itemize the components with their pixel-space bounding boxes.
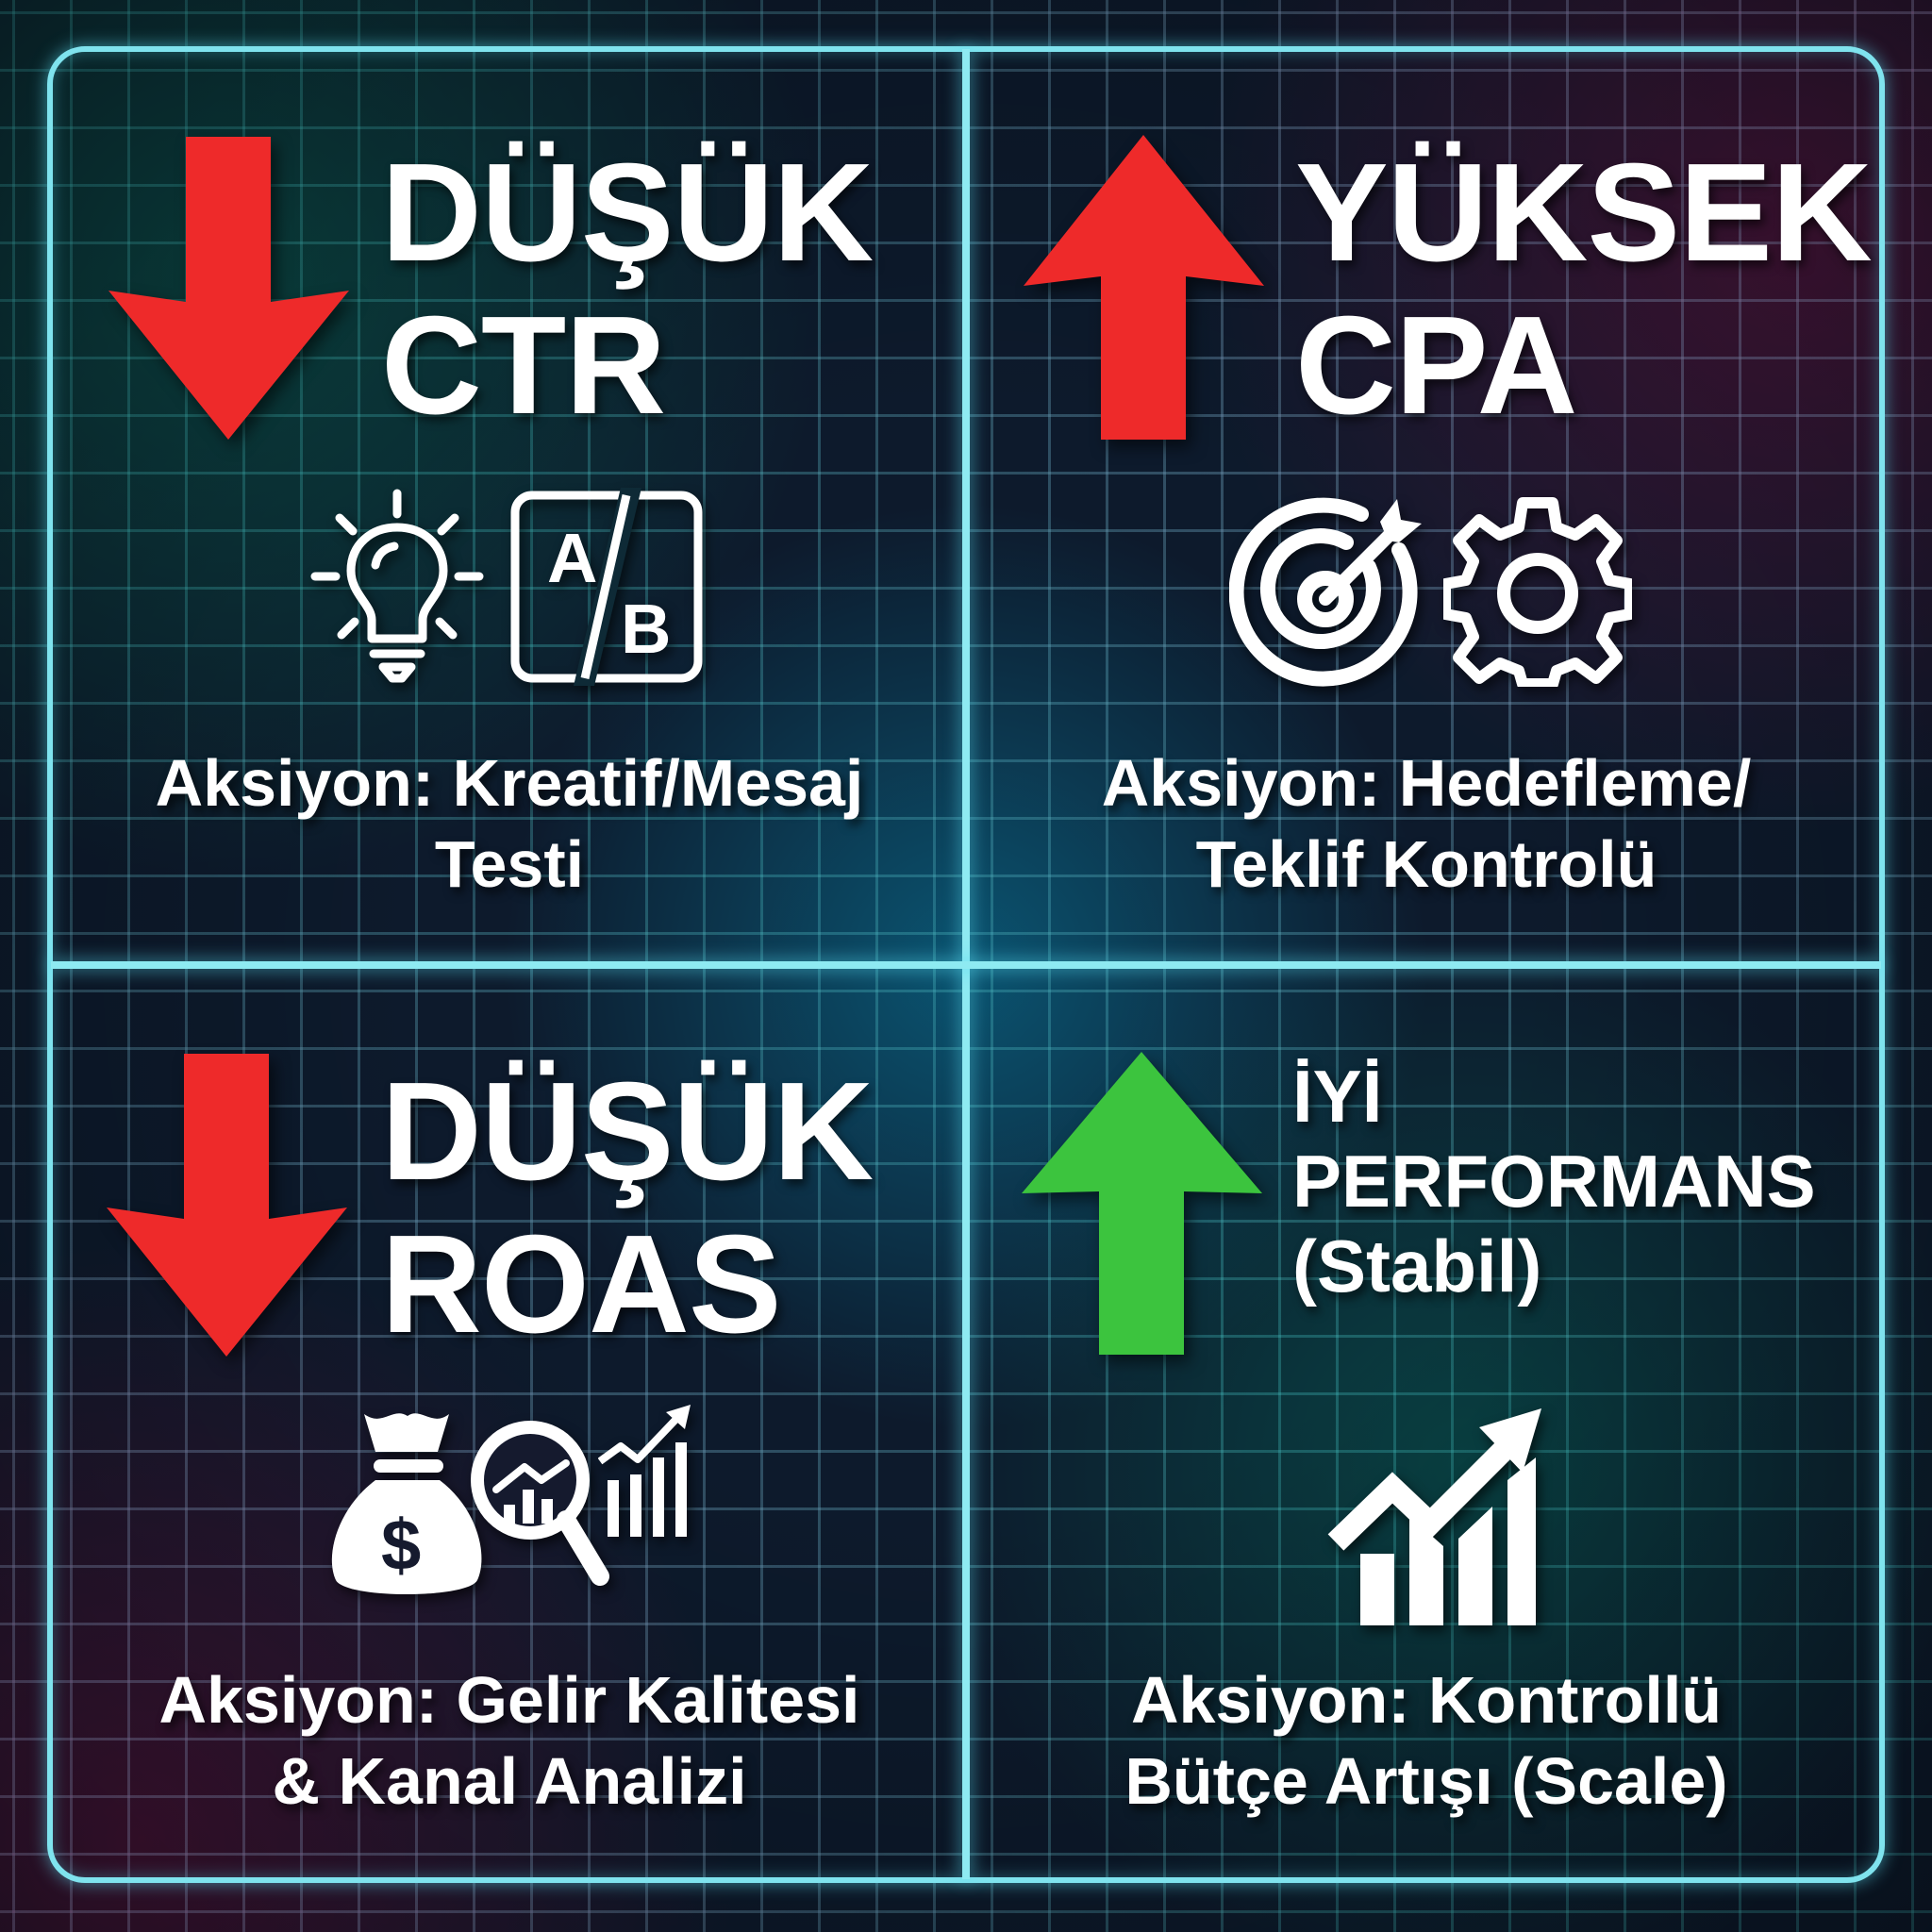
target-icon xyxy=(1229,497,1422,687)
quadrant-heading: DÜŞÜK CTR xyxy=(381,135,874,443)
action-line: Testi xyxy=(434,827,585,901)
action-text: Aksiyon: Kreatif/Mesaj Testi xyxy=(53,742,966,905)
heading-line: ROAS xyxy=(381,1207,782,1362)
growth-chart-icon xyxy=(598,1405,691,1537)
action-line: Aksiyon: Kontrollü xyxy=(1130,1663,1723,1737)
svg-text:A: A xyxy=(547,519,597,597)
quadrant-low-roas: DÜŞÜK ROAS $ Aksiyon: Gelir Kalitesi xyxy=(53,969,966,1882)
quadrant-low-ctr: DÜŞÜK CTR A B Aksiyon: Kreatif/Mesaj Tes… xyxy=(53,52,966,965)
money-bag-icon: $ xyxy=(331,1413,482,1594)
action-line: Aksiyon: Kreatif/Mesaj xyxy=(155,746,864,820)
action-line: Bütçe Artışı (Scale) xyxy=(1124,1744,1728,1818)
action-text: Aksiyon: Hedefleme/ Teklif Kontrolü xyxy=(970,742,1883,905)
heading-line: DÜŞÜK xyxy=(381,1054,874,1209)
horizontal-divider xyxy=(51,961,1881,969)
magnifier-chart-icon xyxy=(471,1421,609,1586)
icon-group xyxy=(1229,493,1632,687)
heading-line: CTR xyxy=(381,288,666,443)
action-line: & Kanal Analizi xyxy=(272,1744,747,1818)
quadrant-good-performance: İYİ PERFORMANS (Stabil) Aksiyon: Kontrol… xyxy=(970,969,1883,1882)
quadrant-heading: DÜŞÜK ROAS xyxy=(381,1054,874,1362)
arrow-down-icon xyxy=(107,1054,347,1357)
heading-line: YÜKSEK xyxy=(1295,135,1873,291)
action-line: Aksiyon: Gelir Kalitesi xyxy=(158,1663,860,1737)
heading-line: PERFORMANS xyxy=(1292,1140,1816,1223)
growth-chart-icon xyxy=(1327,1408,1541,1625)
action-text: Aksiyon: Kontrollü Bütçe Artışı (Scale) xyxy=(970,1659,1883,1822)
arrow-up-icon xyxy=(1022,1052,1262,1355)
ab-test-icon: A B xyxy=(510,488,703,686)
heading-line: (Stabil) xyxy=(1292,1224,1542,1307)
icon-group: $ xyxy=(326,1405,692,1603)
icon-group xyxy=(1319,1401,1545,1627)
quadrant-high-cpa: YÜKSEK CPA Aksiyon: Hedefleme/ Teklif Ko… xyxy=(970,52,1883,965)
svg-text:$: $ xyxy=(381,1506,421,1586)
heading-line: DÜŞÜK xyxy=(381,135,874,291)
quadrant-heading: YÜKSEK CPA xyxy=(1295,135,1873,443)
arrow-down-icon xyxy=(108,137,349,440)
heading-line: İYİ xyxy=(1292,1055,1383,1138)
quadrant-heading: İYİ PERFORMANS (Stabil) xyxy=(1292,1054,1816,1308)
heading-line: CPA xyxy=(1295,288,1577,443)
action-line: Teklif Kontrolü xyxy=(1195,827,1657,901)
action-line: Aksiyon: Hedefleme/ xyxy=(1101,746,1752,820)
action-text: Aksiyon: Gelir Kalitesi & Kanal Analizi xyxy=(53,1659,966,1822)
icon-group: A B xyxy=(308,488,706,686)
arrow-up-icon xyxy=(1024,135,1264,440)
gear-icon xyxy=(1443,497,1632,687)
svg-text:B: B xyxy=(621,590,671,668)
lightbulb-icon xyxy=(310,489,484,683)
